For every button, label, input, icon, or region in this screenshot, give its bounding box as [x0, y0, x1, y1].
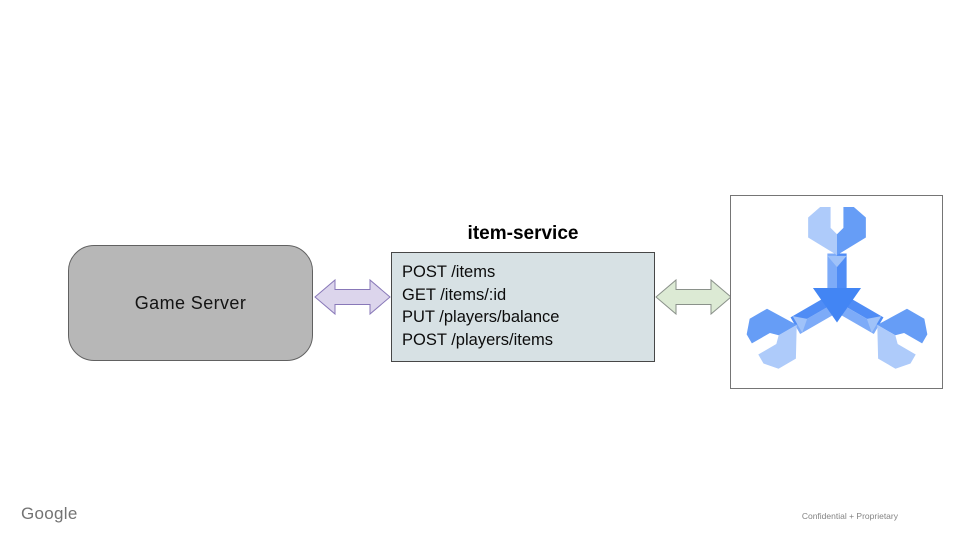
- game-server-label: Game Server: [134, 292, 247, 313]
- endpoint-line: POST /items: [402, 263, 496, 281]
- endpoint-line: PUT /players/balance: [402, 308, 560, 326]
- bidirectional-arrow-right: [655, 278, 732, 316]
- endpoint-line: POST /players/items: [402, 330, 553, 349]
- arrow-item-service-database: [655, 278, 732, 316]
- database-shape: [730, 195, 943, 389]
- google-logo: Google: [21, 504, 78, 523]
- cloud-spanner-icon: [746, 207, 927, 369]
- confidential-label: Confidential + Proprietary: [801, 511, 898, 521]
- item-service-title: item-service: [467, 223, 579, 244]
- bidirectional-arrow-left: [314, 278, 391, 316]
- arrow-game-server-item-service: [314, 278, 391, 316]
- game-server-shape: Game Server: [68, 245, 313, 361]
- endpoint-line: GET /items/:id: [402, 285, 507, 304]
- item-service-shape: POST /items GET /items/:id PUT /players/…: [391, 252, 655, 362]
